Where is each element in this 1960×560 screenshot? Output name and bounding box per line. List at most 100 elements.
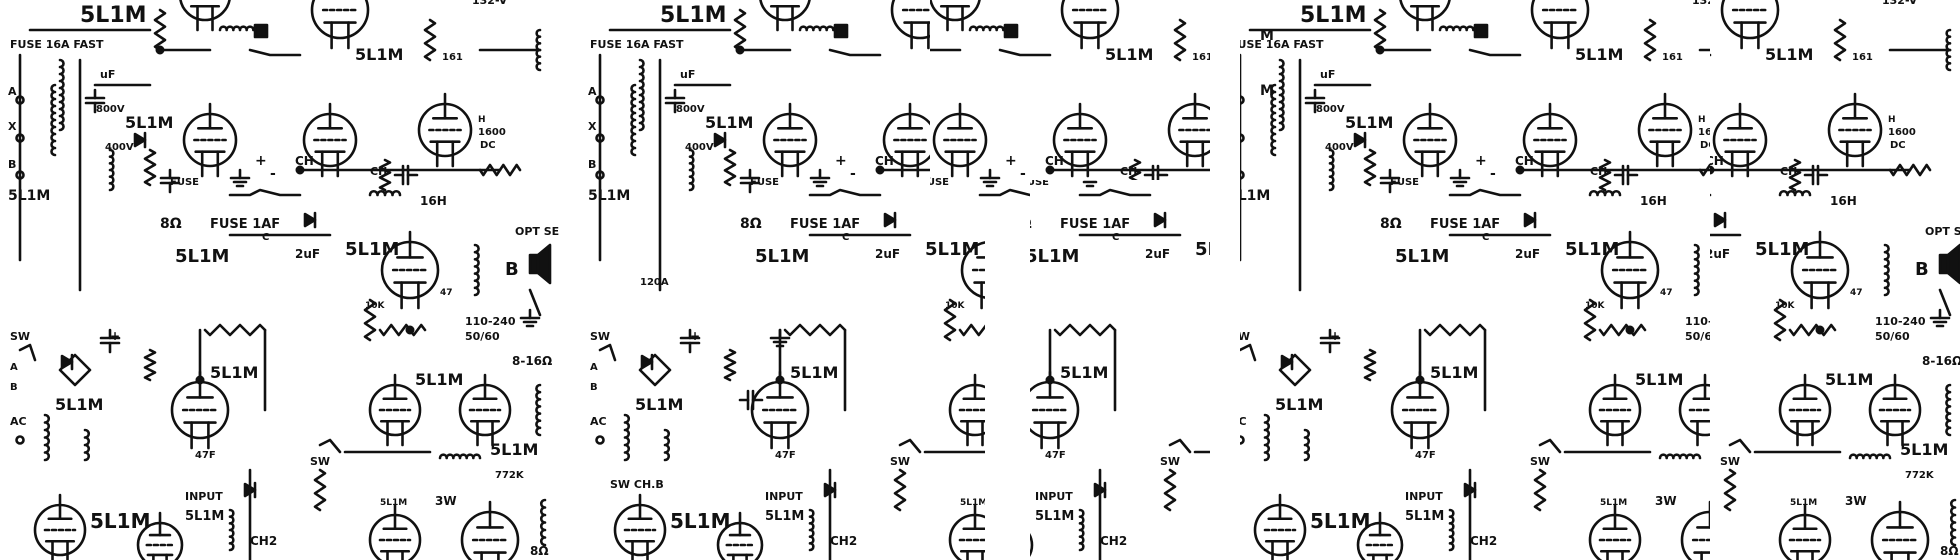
- resistor-symbol: [378, 323, 427, 337]
- relay-block: [253, 23, 269, 39]
- schematic-label: C: [1112, 232, 1119, 243]
- schematic-label: 5L1M: [210, 363, 258, 382]
- schematic-label: 161: [442, 52, 463, 63]
- schematic-label: FUSE: [1030, 180, 1049, 188]
- schematic-label: H: [1698, 115, 1706, 125]
- schematic-label: 5L1M: [960, 498, 985, 508]
- resistor-symbol: [1788, 323, 1837, 337]
- diode-symbol: [133, 132, 147, 148]
- terminal: [15, 435, 25, 445]
- vacuum-tube: [930, 0, 981, 22]
- schematic-label: 3W: [1655, 494, 1677, 508]
- resistor-symbol: [1583, 298, 1597, 342]
- vacuum-tube: [1680, 510, 1710, 560]
- schematic-label: 5L1M: [125, 113, 173, 132]
- schematic-label: 47F: [1415, 450, 1436, 461]
- junction-dot: [1415, 375, 1425, 385]
- schematic-label: uF: [1320, 68, 1335, 81]
- schematic-label: 800V: [676, 104, 705, 115]
- schematic-label: SW: [1240, 330, 1250, 343]
- schematic-label: INPUT: [1035, 490, 1073, 503]
- schematic-label: 5L1M: [1035, 509, 1074, 524]
- inductor-coil: [1078, 508, 1085, 552]
- resistor-symbol: [1833, 18, 1847, 62]
- inductor-coil: [630, 83, 637, 157]
- wire: [248, 48, 302, 57]
- inductor-coil: [1438, 25, 1482, 32]
- wire: [1728, 438, 1752, 454]
- schematic-label: 800V: [1316, 104, 1345, 115]
- schematic-label: 8Ω: [160, 216, 182, 232]
- schematic-label: 5L1M: [1575, 45, 1623, 64]
- schematic-label: 5L1M: [1275, 395, 1323, 414]
- schematic-label: FUSE 1AF: [210, 217, 280, 232]
- vacuum-tube: [759, 0, 811, 22]
- schematic-label: SW: [1530, 455, 1550, 468]
- resistor-symbol: [363, 298, 377, 342]
- resistor-symbol: [1773, 298, 1787, 342]
- schematic-label: CH: [1780, 165, 1797, 178]
- junction-dot: [1045, 375, 1055, 385]
- inductor-coil: [1778, 189, 1812, 197]
- schematic-label: 5L1M: [185, 509, 224, 524]
- wire: [318, 438, 342, 454]
- wire: [1168, 438, 1192, 454]
- diode-symbol: [1713, 212, 1727, 228]
- wire: [1448, 188, 1522, 197]
- schematic-label: +: [110, 329, 120, 343]
- schematic-label: CH2: [1470, 534, 1497, 548]
- terminal: [15, 133, 25, 143]
- inductor-coil: [58, 58, 65, 132]
- schematic-label: 772K: [1905, 470, 1935, 481]
- resistor-symbol: [1598, 158, 1612, 192]
- wire: [228, 188, 302, 197]
- schematic-tile-6: FUSE 16A FAST5L1M5L1M161132-VAXBuF800V5L…: [1710, 0, 1960, 560]
- schematic-label: 47F: [1045, 450, 1066, 461]
- diode-symbol: [640, 354, 654, 370]
- schematic-label: B: [590, 382, 598, 393]
- resistor-symbol: [1173, 18, 1187, 62]
- schematic-label: 5L1M: [1635, 370, 1683, 389]
- schematic-tile-4: FUSE 16A FAST5L1M5L1M161132-VAXBuF800V5L…: [1030, 180, 1210, 560]
- inductor-coil: [968, 25, 1012, 32]
- resistor-symbol: [1053, 323, 1117, 337]
- schematic-label: 1600: [478, 127, 506, 138]
- terminal: [595, 95, 605, 105]
- terminal: [1240, 435, 1245, 445]
- wire: [18, 343, 37, 362]
- schematic-label: 5L1M: [1300, 3, 1367, 28]
- schematic-label: 5L1M: [1790, 498, 1817, 508]
- schematic-label: 3W: [435, 494, 457, 508]
- schematic-label: 47: [1850, 288, 1863, 298]
- schematic-label: 400V: [685, 142, 714, 153]
- inductor-coil: [228, 508, 235, 552]
- wire: [598, 343, 617, 362]
- schematic-label: 5L1M: [1060, 363, 1108, 382]
- resistor-symbol: [1363, 148, 1377, 187]
- schematic-drawing: FUSE 16A FAST5L1M5L1M161132-VAXBuF800V5L…: [1240, 0, 1710, 560]
- junction-dot: [875, 165, 885, 175]
- vacuum-tube: [310, 0, 370, 40]
- schematic-label: 8-16Ω: [1922, 354, 1960, 368]
- schematic-drawing: FUSE 16A FAST5L1M5L1M161132-VAXBuF800V5L…: [1710, 0, 1960, 560]
- inductor-coil: [1883, 243, 1890, 297]
- schematic-drawing: FUSE 16A FAST5L1M5L1M161132-VAXBuF800V5L…: [1030, 180, 1210, 560]
- inductor-coil: [1693, 243, 1700, 297]
- schematic-svg: FUSE 16A FAST5L1M5L1M161132-VAXBuF800V5L…: [1710, 0, 1960, 560]
- schematic-label: SW: [310, 455, 330, 468]
- wire: [998, 48, 1052, 57]
- schematic-label: FUSE: [170, 177, 199, 188]
- schematic-label: FUSE: [930, 177, 949, 188]
- schematic-label: INPUT: [185, 490, 223, 503]
- terminal: [595, 170, 605, 180]
- schematic-drawing: FUSE 16A FAST5L1M5L1M161132-VAXBuF800V5L…: [588, 0, 985, 560]
- schematic-label: 5L1M: [8, 188, 50, 204]
- schematic-label: 8Ω: [530, 544, 549, 558]
- resistor-symbol: [723, 348, 737, 382]
- resistor-symbol: [1888, 163, 1932, 177]
- schematic-label: A: [8, 85, 17, 98]
- diode-symbol: [60, 354, 74, 370]
- schematic-tile-5: FUSE 16A FAST5L1M5L1M161132-VAXBuF800V5L…: [1240, 0, 1710, 560]
- relay-block: [833, 23, 849, 39]
- junction-dot: [405, 325, 415, 335]
